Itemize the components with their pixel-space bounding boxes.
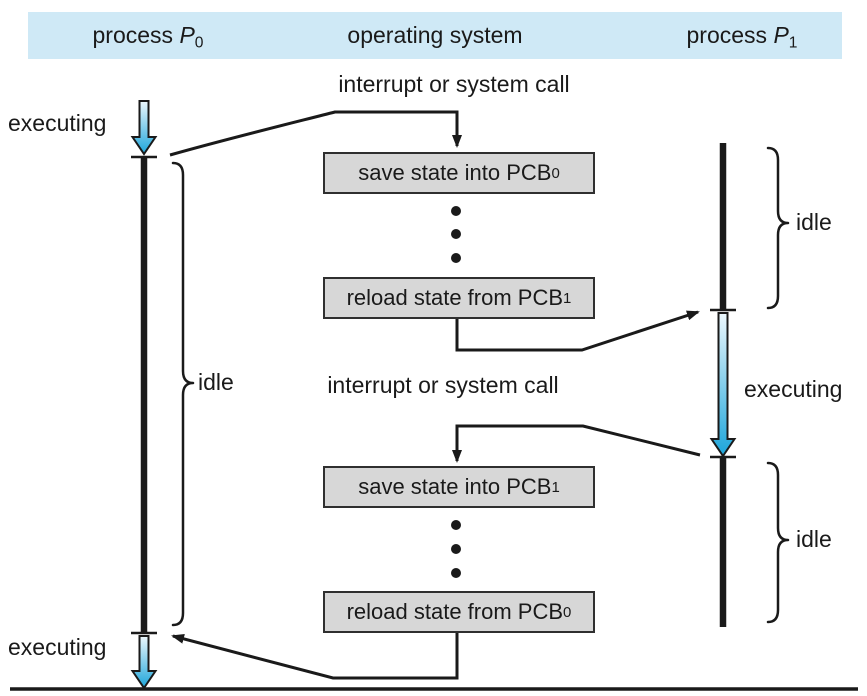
ellipsis-dot [451, 206, 461, 216]
arrow-reload-pcb0-to-p0 [171, 633, 459, 680]
arrow-p0-to-save-pcb0 [169, 110, 462, 157]
interrupt-label-bottom: interrupt or system call [327, 372, 559, 398]
header-process-p1-var: P [773, 22, 789, 48]
os-box-save-pcb1-sub: 1 [551, 478, 560, 496]
header-process-p0: process P0 [23, 22, 273, 56]
os-box-reload-pcb1-text: reload state from PCB [346, 285, 564, 310]
header-bar [28, 12, 842, 59]
interrupt-label-top: interrupt or system call [338, 71, 570, 97]
header-process-p1: process P1 [617, 22, 867, 56]
idle-label-p1-bottom: idle [796, 526, 832, 552]
header-process-p0-var: P [179, 22, 195, 48]
ellipsis-dot [451, 229, 461, 239]
ellipsis-dot [451, 568, 461, 578]
header-process-p0-text: process [92, 22, 180, 48]
executing-label-p0-bottom: executing [8, 634, 107, 660]
ellipsis-dot [451, 544, 461, 554]
p0-executing-arrow-bottom [130, 635, 158, 690]
p1-executing-arrow [709, 312, 737, 458]
arrow-reload-pcb1-to-p1 [455, 310, 700, 352]
header-process-p1-text: process [686, 22, 774, 48]
os-box-save-pcb0-sub: 0 [551, 164, 560, 182]
os-box-reload-pcb0-text: reload state from PCB [346, 599, 564, 624]
p1-idle-brace-bottom [766, 461, 790, 624]
os-box-save-pcb0-text: save state into PCB [358, 160, 552, 185]
ellipsis-dot [451, 253, 461, 263]
header-operating-system: operating system [310, 22, 560, 49]
p0-executing-arrow-top [130, 100, 158, 156]
p0-idle-brace [171, 161, 195, 627]
header-operating-system-text: operating system [347, 22, 523, 48]
os-box-save-pcb1-text: save state into PCB [358, 474, 552, 499]
idle-label-p0: idle [198, 369, 234, 395]
ellipsis-dot [451, 520, 461, 530]
os-box-reload-pcb0-sub: 0 [563, 603, 572, 621]
executing-label-p1: executing [744, 376, 843, 402]
p1-idle-brace-top [766, 146, 790, 310]
os-box-reload-pcb1-sub: 1 [563, 289, 572, 307]
idle-label-p1-top: idle [796, 209, 832, 235]
header-process-p1-sub: 1 [788, 34, 798, 52]
executing-label-p0-top: executing [8, 110, 107, 136]
header-process-p0-sub: 0 [194, 34, 204, 52]
arrow-p1-to-save-pcb1 [452, 424, 701, 463]
